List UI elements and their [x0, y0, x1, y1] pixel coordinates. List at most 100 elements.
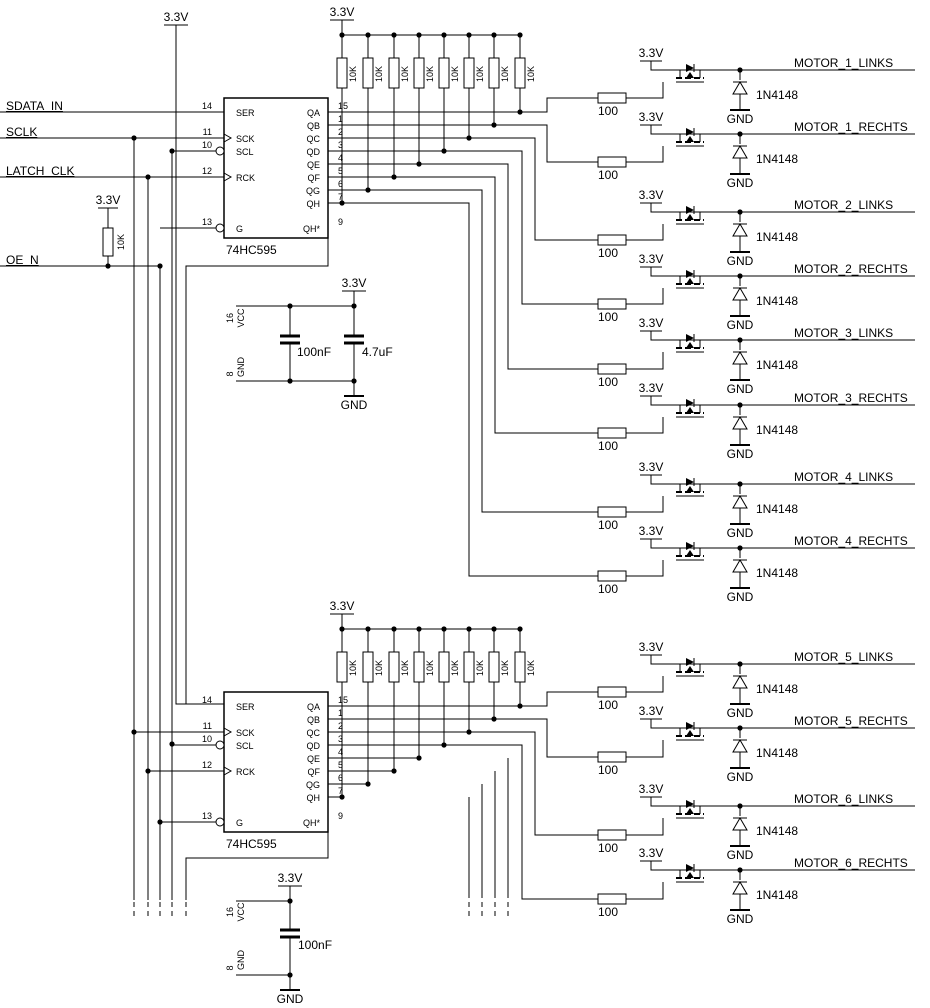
mosfet-arrow — [686, 278, 694, 284]
resistor-value: 10K — [348, 660, 358, 676]
inversion-bubble — [215, 817, 225, 827]
diode-1n4148 — [732, 351, 748, 365]
gnd-label: GND — [727, 706, 754, 720]
diode-label: 1N4148 — [756, 888, 798, 902]
pin-name: GND — [236, 357, 246, 378]
signal-route — [419, 163, 598, 370]
resistor-100 — [597, 92, 627, 104]
signal-route — [520, 97, 598, 113]
supply-label: 3.3V — [639, 46, 664, 60]
pin-number: 13 — [202, 811, 212, 821]
pin-name: QG — [306, 780, 320, 790]
pin-number: 13 — [202, 217, 212, 227]
mosfet-arrow — [686, 666, 694, 672]
resistor-body — [102, 227, 114, 257]
junction-dot — [287, 972, 293, 978]
capacitor-value: 100nF — [297, 345, 331, 359]
mosfet — [674, 864, 706, 883]
gate-wire — [626, 818, 664, 836]
signal-route — [444, 150, 598, 305]
pin-name: GND — [236, 950, 246, 971]
chip-name: 74HC595 — [226, 243, 277, 257]
diode-1n4148 — [732, 416, 748, 430]
resistor-value: 10K — [450, 66, 460, 82]
pin-name: G — [236, 224, 243, 234]
resistor-100 — [597, 298, 627, 310]
g-wire — [171, 227, 220, 266]
pin-name: SER — [236, 108, 255, 118]
supply-label: 3.3V — [278, 871, 303, 885]
pin-name: QH — [307, 199, 321, 209]
diode-1n4148 — [732, 495, 748, 509]
junction-dot — [365, 781, 371, 787]
source-wire — [650, 861, 674, 871]
pin-number: 8 — [225, 965, 235, 970]
capacitor-value: 4.7uF — [362, 345, 393, 359]
pin-number: 3 — [338, 734, 343, 744]
junction-dot — [287, 898, 293, 904]
junction-dot — [157, 263, 163, 269]
resistor-body — [514, 57, 526, 89]
gnd-label: GND — [341, 398, 368, 412]
inversion-bubble — [215, 740, 225, 750]
resistor-value: 100 — [598, 246, 618, 260]
gnd-label: GND — [727, 382, 754, 396]
pin-number: 2 — [338, 721, 343, 731]
gnd-label: GND — [727, 112, 754, 126]
resistor-value: 10K — [425, 660, 435, 676]
pin-name: SER — [236, 702, 255, 712]
resistor-body — [488, 651, 500, 683]
source-wire — [650, 655, 674, 665]
pin-name: QB — [307, 121, 320, 131]
clock-marker — [223, 133, 233, 143]
pin-name: SCL — [236, 147, 254, 157]
signal-label: SCLK — [6, 125, 37, 139]
motor-label: MOTOR_4_LINKS — [794, 470, 893, 484]
pin-name: QE — [307, 160, 320, 170]
signal-route — [494, 124, 598, 163]
resistor-body — [438, 651, 450, 683]
resistor-body — [336, 651, 348, 683]
pin-number: 15 — [338, 695, 348, 705]
gate-wire — [626, 82, 664, 99]
gnd-label: GND — [727, 318, 754, 332]
resistor — [388, 57, 400, 89]
mosfet — [674, 270, 706, 289]
source-wire — [650, 203, 674, 213]
pin-name: QD — [307, 147, 321, 157]
pin-name: QA — [307, 108, 320, 118]
gate-wire — [626, 560, 664, 577]
pin-name: QF — [308, 767, 321, 777]
resistor — [463, 57, 475, 89]
supply-label: 3.3V — [639, 252, 664, 266]
gate-wire — [626, 146, 664, 163]
mosfet-body-diode — [686, 206, 694, 214]
resistor — [336, 57, 348, 89]
resistor-value: 100 — [598, 168, 618, 182]
diode-1n4148 — [732, 675, 748, 689]
mosfet — [674, 800, 706, 819]
resistor-value: 10K — [400, 66, 410, 82]
pin-name: QE — [307, 754, 320, 764]
motor-label: MOTOR_6_RECHTS — [794, 856, 908, 870]
source-wire — [650, 267, 674, 277]
pin-number: 14 — [202, 695, 212, 705]
gnd-label: GND — [727, 176, 754, 190]
diode-label: 1N4148 — [756, 230, 798, 244]
diode-label: 1N4148 — [756, 358, 798, 372]
source-wire — [650, 539, 674, 549]
mosfet-arrow — [686, 486, 694, 492]
signal-route — [342, 202, 598, 577]
source-wire — [650, 331, 674, 341]
mosfet-body-diode — [686, 270, 694, 278]
pin-name: QH* — [303, 818, 321, 828]
mosfet-arrow — [686, 342, 694, 348]
mosfet-body-diode — [686, 399, 694, 407]
motor-label: MOTOR_4_RECHTS — [794, 534, 908, 548]
pin-name: SCL — [236, 741, 254, 751]
signal-route — [520, 691, 598, 707]
supply-label: 3.3V — [639, 110, 664, 124]
pin-name: VCC — [236, 308, 246, 328]
junction-dot — [287, 378, 293, 384]
